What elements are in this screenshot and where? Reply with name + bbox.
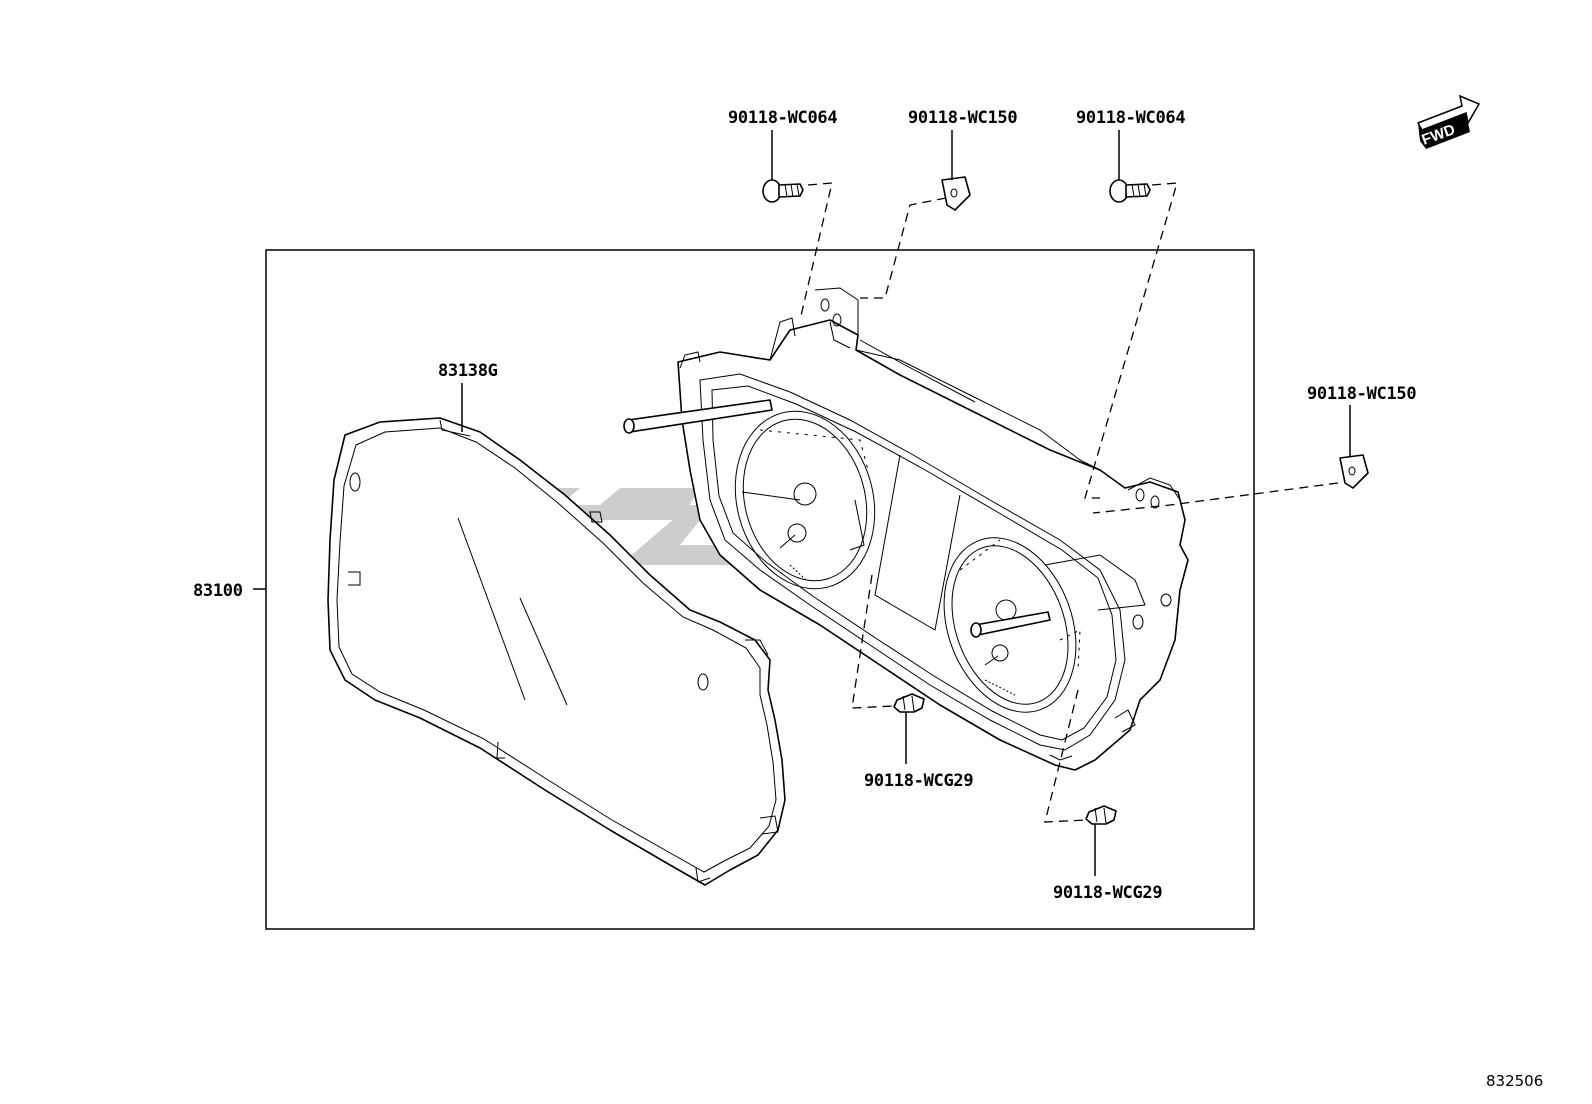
callout-lens: 83138G — [438, 361, 498, 381]
callout-screw-right: 90118-WC064 — [1076, 108, 1185, 128]
screw-left — [762, 179, 804, 203]
callout-nut-right: 90118-WC150 — [1307, 384, 1416, 404]
callout-clip-right: 90118-WCG29 — [1053, 883, 1162, 903]
diagram-id: 832506 — [1486, 1072, 1543, 1090]
nut-right — [1339, 454, 1369, 489]
assembly-dashed-lines — [799, 182, 1339, 823]
callout-screw-left: 90118-WC064 — [728, 108, 837, 128]
screw-right — [1109, 179, 1151, 203]
clip-center — [893, 693, 925, 713]
callout-clip-center: 90118-WCG29 — [864, 771, 973, 791]
callout-nut-top: 90118-WC150 — [908, 108, 1017, 128]
lens-cover-83138G — [327, 417, 786, 886]
fwd-arrow-icon: FWD — [1416, 94, 1481, 149]
clip-right — [1085, 805, 1117, 825]
nut-top — [941, 176, 971, 211]
combination-meter-body — [623, 287, 1189, 771]
leader-lines — [253, 130, 1351, 876]
callout-meter-assy: 83100 — [193, 581, 243, 601]
